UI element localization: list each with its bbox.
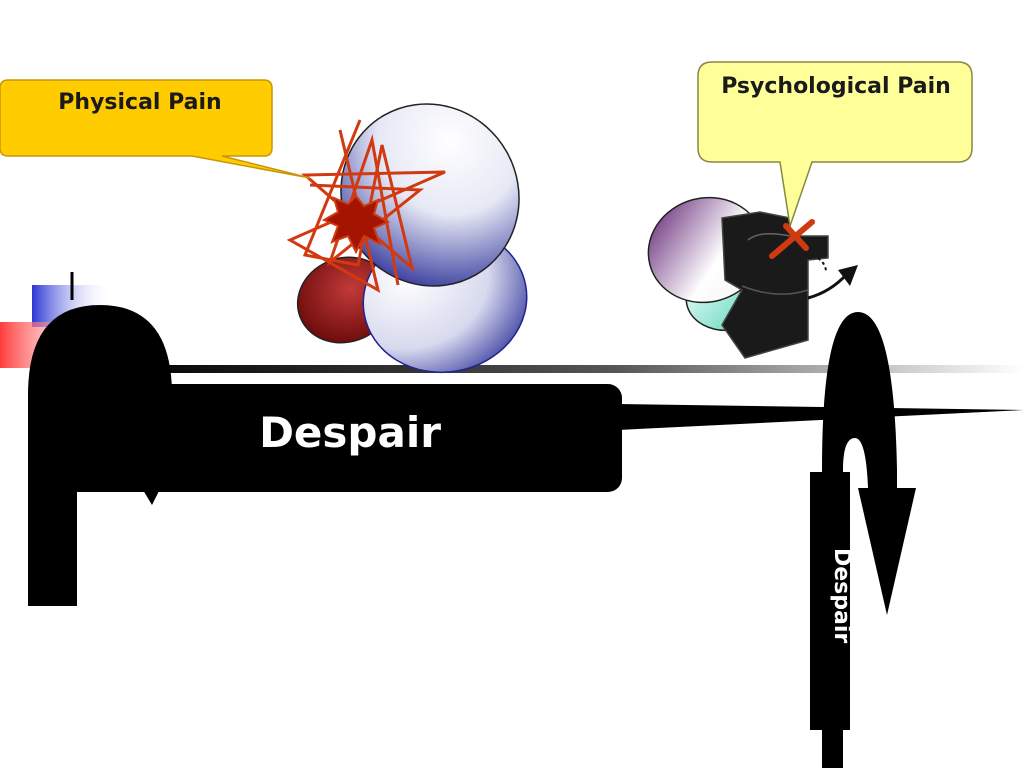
despair-vertical-label: Despair <box>829 548 854 644</box>
star-burst-core <box>321 194 391 255</box>
despair-label: Despair <box>259 408 441 457</box>
brain-with-cross-mark-icon <box>647 196 829 359</box>
physical-pain-label: Physical Pain <box>58 90 222 115</box>
physical-pain-callout <box>0 79 311 179</box>
psychological-pain-label: Psychological Pain <box>721 74 951 99</box>
brain-with-star-burst-icon <box>286 103 528 374</box>
curved-arrow-icon <box>807 257 858 300</box>
despair-vertical-shape <box>810 312 916 768</box>
cross-mark-icon <box>769 219 815 259</box>
psychological-pain-callout <box>697 61 973 227</box>
despair-shape <box>28 305 1024 606</box>
horizon-line <box>110 365 1024 373</box>
